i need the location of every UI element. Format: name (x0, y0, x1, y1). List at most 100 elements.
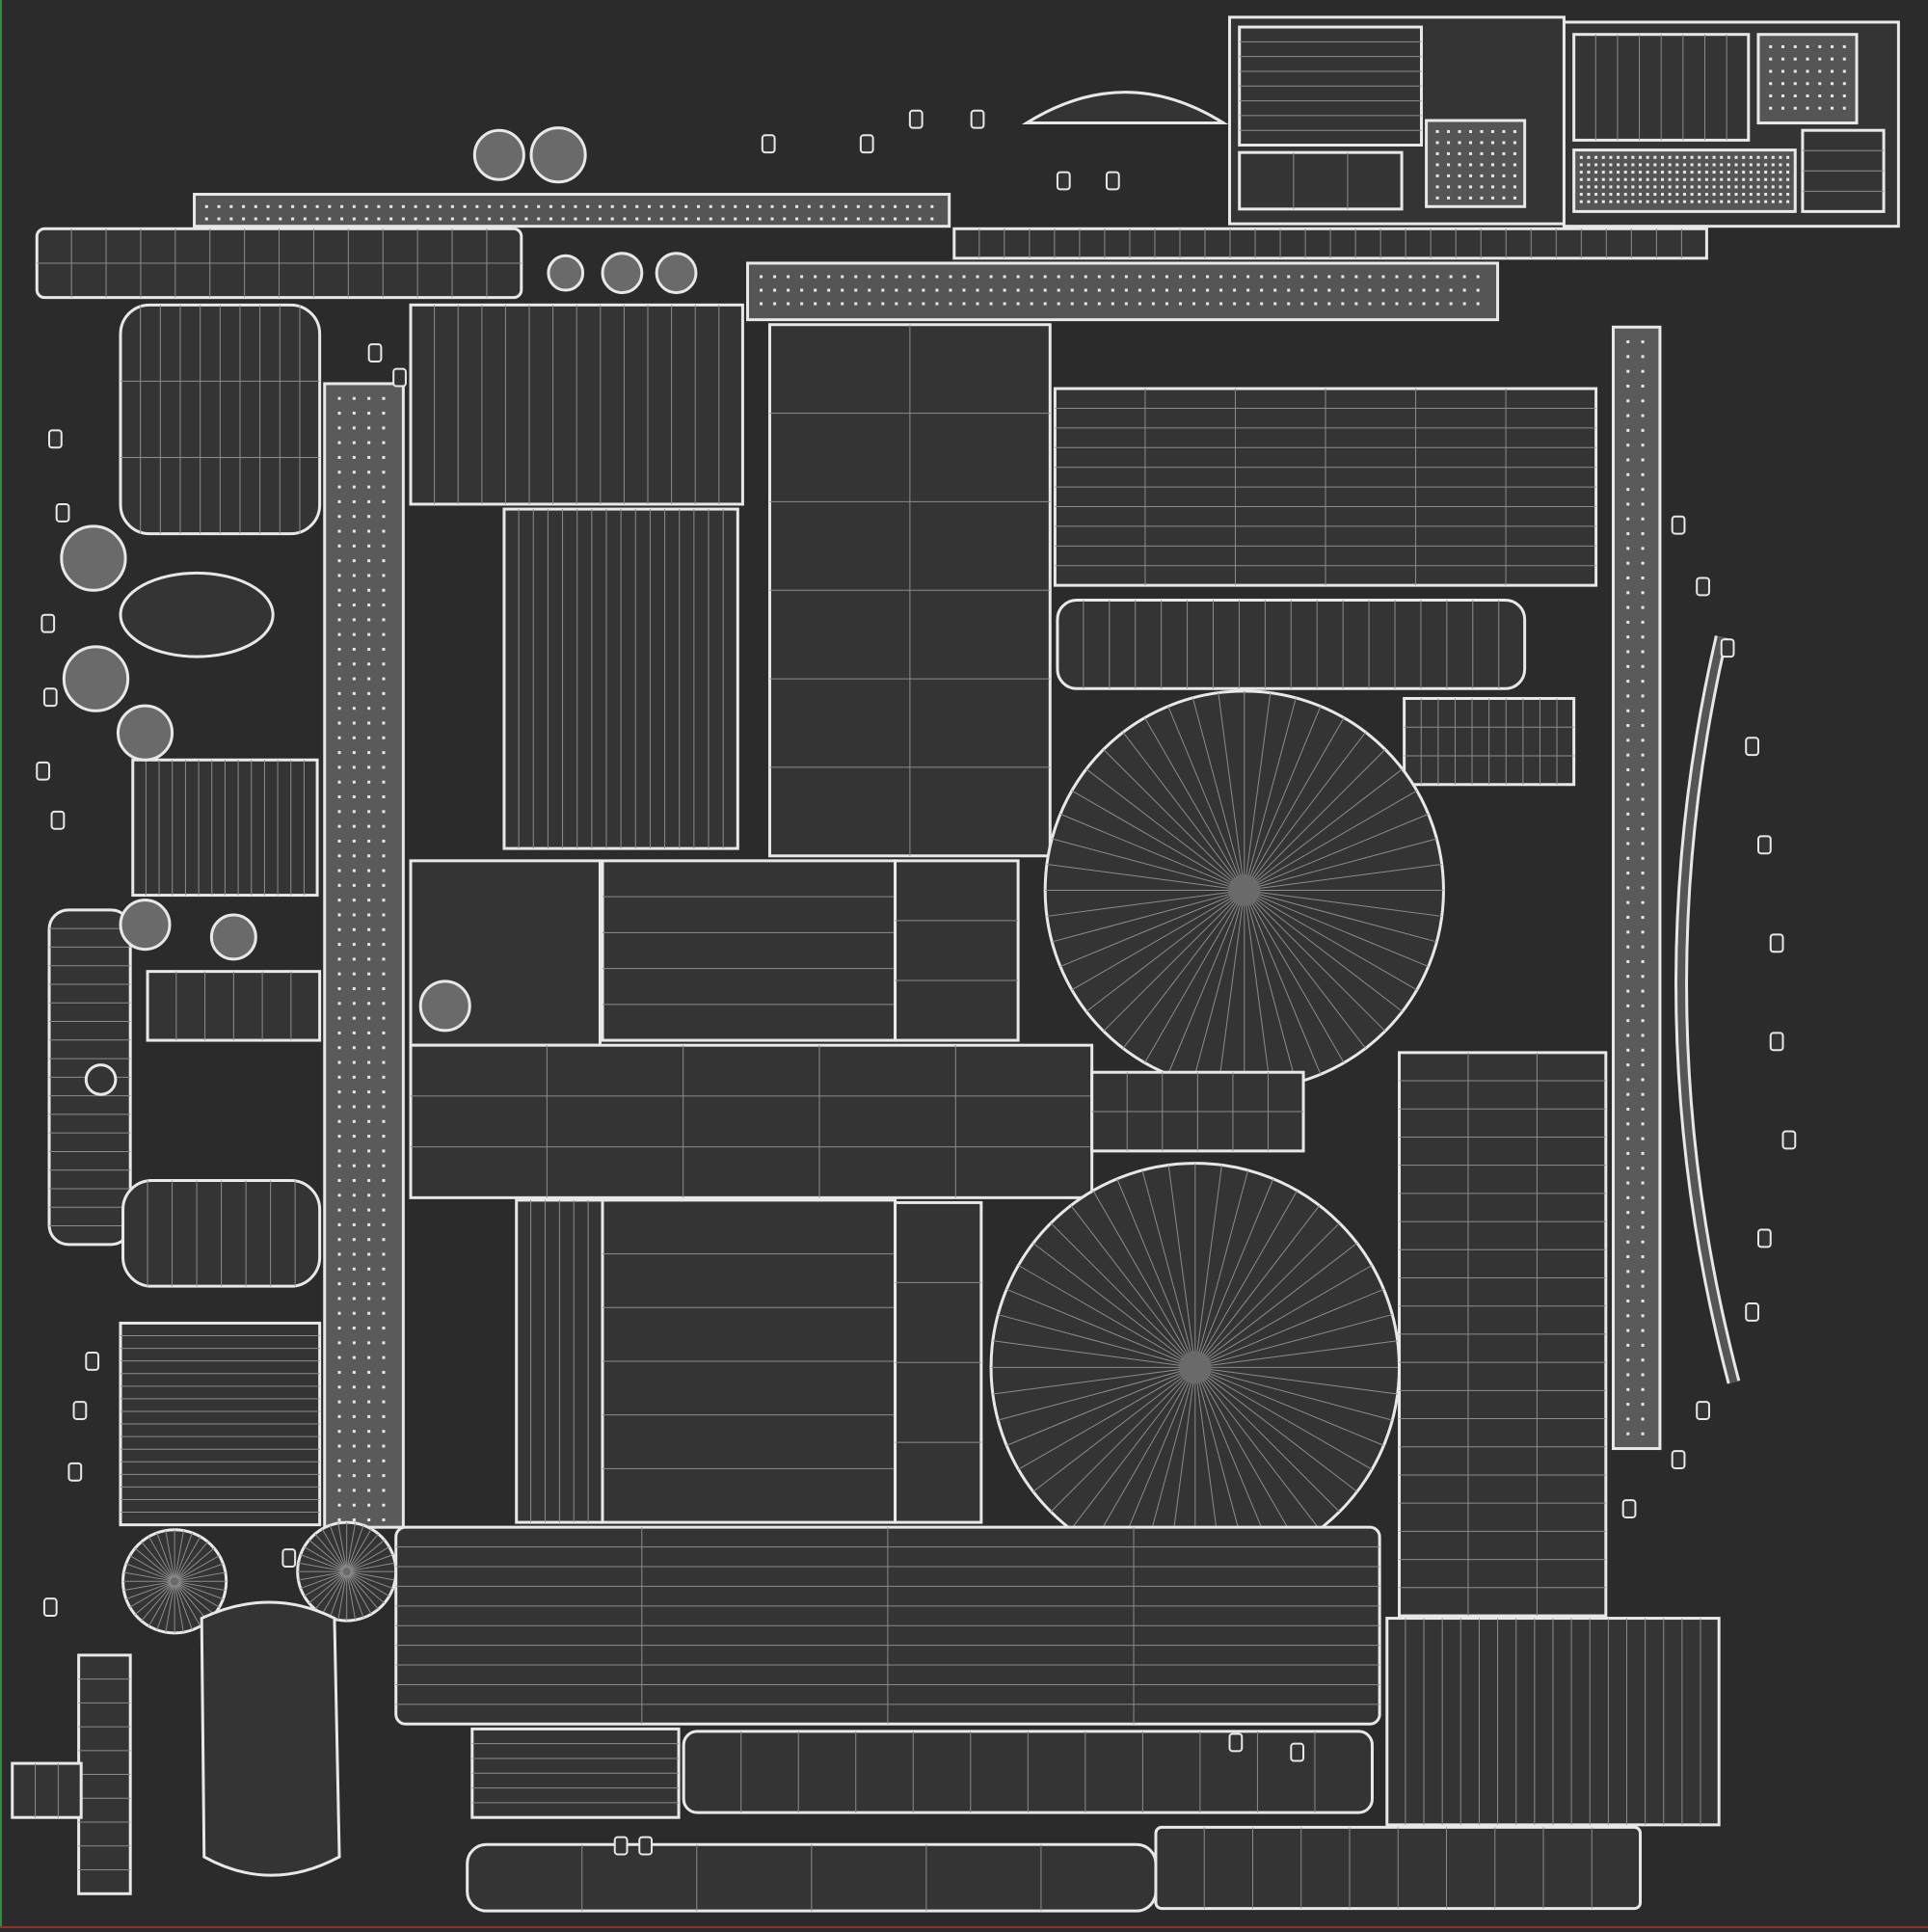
uv-island-1062 (116, 704, 174, 762)
uv-island-648 (1769, 106, 1773, 110)
uv-island-747 (367, 647, 371, 651)
uv-island-116 (881, 217, 885, 221)
uv-island-739 (367, 618, 371, 622)
uv-island-606 (1749, 200, 1753, 203)
uv-island-1504 (1641, 1181, 1645, 1185)
uv-island-810 (352, 883, 356, 887)
uv-island-385 (1458, 185, 1461, 189)
uv-island-693 (337, 455, 341, 459)
uv-island-1619 (1745, 737, 1759, 757)
uv-island-1457 (1626, 842, 1630, 845)
uv-island-371 (1480, 163, 1484, 167)
uv-island-1461 (1626, 872, 1630, 875)
uv-island-1294 (1192, 697, 1245, 891)
uv-island-1141 (342, 1568, 351, 1576)
uv-island-176 (1287, 275, 1291, 279)
uv-island-544 (1720, 185, 1724, 189)
uv-island-446 (1639, 163, 1643, 167)
uv-island-1389 (1626, 340, 1630, 344)
uv-island-1282 (1052, 889, 1245, 943)
uv-island-472 (1617, 171, 1620, 174)
uv-island-43 (721, 204, 725, 208)
uv-island-1530 (1641, 1373, 1645, 1377)
uv-island-621 (1781, 57, 1784, 61)
uv-island-279 (1219, 302, 1223, 306)
uv-island-1636 (1290, 1742, 1305, 1762)
uv-island-118 (905, 217, 909, 221)
uv-island-853 (337, 1046, 341, 1050)
uv-island-343 (1435, 129, 1439, 133)
uv-island-960 (382, 1430, 386, 1434)
uv-island-1487 (1626, 1063, 1630, 1067)
uv-island-613 (1769, 44, 1773, 48)
uv-island-1261 (1244, 889, 1442, 917)
uv-island-855 (367, 1046, 371, 1050)
uv-island-352 (1447, 141, 1451, 145)
uv-island-1456 (1641, 827, 1645, 831)
uv-island-1452 (1641, 797, 1645, 801)
uv-island-1262 (1244, 889, 1437, 943)
uv-island-256 (908, 302, 912, 306)
uv-island-1625 (1745, 1302, 1759, 1322)
uv-island-4 (242, 204, 246, 208)
uv-island-1434 (1641, 664, 1645, 668)
uv-island-196 (827, 288, 831, 292)
uv-island-893 (337, 1194, 341, 1197)
uv-island-45 (746, 204, 750, 208)
uv-island-1 (204, 204, 208, 208)
uv-island-171 (1219, 275, 1223, 279)
uv-island-776 (382, 751, 386, 755)
uv-island-683 (367, 412, 371, 416)
uv-island-85 (499, 217, 503, 221)
uv-island-601 (1712, 200, 1716, 203)
uv-island-1311 (1194, 1366, 1398, 1395)
uv-island-1413 (1626, 517, 1630, 521)
uv-island-258 (935, 302, 939, 306)
uv-island-297 (1462, 302, 1466, 306)
uv-island-484 (1704, 171, 1708, 174)
uv-island-751 (367, 662, 371, 666)
uv-island-386 (1469, 185, 1473, 189)
uv-island-638 (1818, 82, 1822, 86)
uv-island-1109 (346, 1570, 386, 1604)
uv-island-1303 (1244, 768, 1404, 891)
uv-island-850 (352, 1031, 356, 1034)
uv-island-766 (352, 721, 356, 725)
uv-island-474 (1631, 171, 1635, 174)
uv-island-748 (382, 647, 386, 651)
uv-island-1078 (156, 1581, 175, 1630)
uv-island-803 (367, 854, 371, 858)
uv-island-1465 (1626, 900, 1630, 904)
uv-island-745 (337, 647, 341, 651)
uv-island-68 (291, 217, 295, 221)
uv-island-191 (760, 288, 763, 292)
uv-island-1119 (308, 1570, 348, 1604)
uv-island-950 (352, 1400, 356, 1404)
uv-island-832 (382, 957, 386, 961)
uv-island-469 (1594, 171, 1598, 174)
uv-island-819 (367, 913, 371, 917)
uv-island-162 (1097, 275, 1101, 279)
uv-island-74 (364, 217, 368, 221)
uv-island-483 (1698, 171, 1701, 174)
uv-island-866 (352, 1090, 356, 1094)
uv-island-718 (352, 544, 356, 548)
uv-island-883 (367, 1149, 371, 1153)
uv-island-1501 (1626, 1167, 1630, 1170)
uv-island-1418 (1641, 547, 1645, 550)
uv-island-567 (1675, 193, 1679, 197)
uv-island-1510 (1641, 1225, 1645, 1229)
uv-island-59 (918, 204, 922, 208)
uv-island-220 (1151, 288, 1155, 292)
uv-island-842 (352, 1002, 356, 1006)
uv-island-161 (1084, 275, 1087, 279)
uv-island-799 (367, 839, 371, 843)
uv-island-959 (367, 1430, 371, 1434)
uv-island-897 (337, 1208, 341, 1212)
uv-island-1623 (1781, 1130, 1797, 1150)
uv-island-456 (1712, 163, 1716, 167)
uv-island-226 (1233, 288, 1237, 292)
uv-island-898 (352, 1208, 356, 1212)
